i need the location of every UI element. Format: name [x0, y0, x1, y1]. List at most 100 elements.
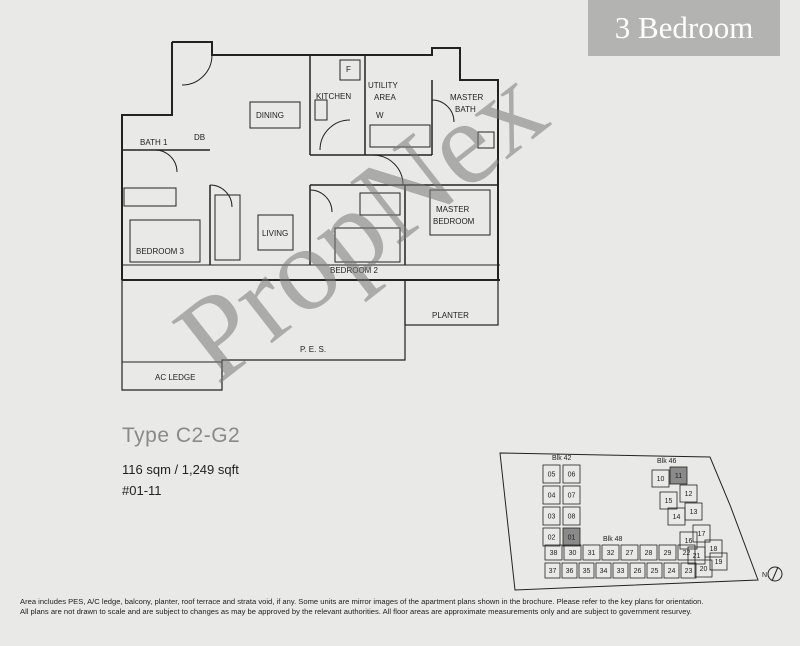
bedroom-type-title: 3 Bedroom [588, 0, 780, 56]
key-plan-unit-31 [582, 544, 601, 561]
key-plan-unit-label: 22 [683, 550, 691, 557]
room-label-pes: P. E. S. [300, 345, 326, 354]
key-plan-unit-29 [658, 544, 677, 561]
key-plan-unit-label: 23 [685, 568, 693, 575]
key-plan-unit-34 [595, 562, 612, 579]
washer-label: W [376, 111, 384, 120]
room-label-master-bedroom-2: BEDROOM [433, 217, 475, 226]
disclaimer-line-2: All plans are not drawn to scale and are… [20, 607, 692, 616]
key-plan-unit-label: 17 [698, 531, 706, 538]
key-plan-unit-35 [578, 562, 595, 579]
site-boundary [499, 452, 759, 591]
block-label-42: Blk 42 [552, 455, 572, 462]
key-plan-unit-label: 11 [675, 473, 682, 480]
key-plan-unit-label: 08 [568, 514, 576, 521]
key-plan-unit-label: 13 [690, 509, 698, 516]
north-label: N [762, 572, 767, 579]
key-plan-unit-label: 01 [568, 535, 576, 542]
key-plan-unit-04 [542, 485, 561, 505]
key-plan-unit-37 [544, 562, 561, 579]
key-plan-unit-label: 33 [617, 568, 625, 575]
room-label-db: DB [194, 133, 205, 142]
key-plan-unit-28 [639, 544, 658, 561]
key-plan-unit-label: 14 [673, 514, 681, 521]
disclaimer: Area includes PES, A/C ledge, balcony, p… [20, 597, 790, 617]
key-plan-unit-23 [680, 562, 697, 579]
key-plan-unit-label: 35 [583, 568, 591, 575]
key-plan-unit-27 [620, 544, 639, 561]
key-plan-unit-11 [669, 466, 688, 485]
room-label-living: LIVING [262, 229, 288, 238]
key-plan-unit-label: 29 [664, 550, 672, 557]
key-plan-unit-label: 05 [548, 472, 556, 479]
disclaimer-line-1: Area includes PES, A/C ledge, balcony, p… [20, 597, 704, 606]
key-plan-unit-07 [562, 485, 581, 505]
key-plan-unit-22 [677, 544, 696, 561]
key-plan-unit-06 [562, 464, 581, 484]
key-plan-unit-label: 02 [548, 535, 556, 542]
key-plan-unit-label: 36 [566, 568, 574, 575]
room-label-bath1: BATH 1 [140, 138, 168, 147]
north-arrow-icon [767, 566, 783, 582]
key-plan-unit-label: 07 [568, 493, 576, 500]
key-plan-unit-label: 24 [668, 568, 676, 575]
key-plan-unit-label: 25 [651, 568, 659, 575]
key-plan-unit-05 [542, 464, 561, 484]
outer-wall [121, 42, 173, 280]
key-plan-unit-12 [679, 484, 698, 503]
key-plan-unit-label: 32 [607, 550, 615, 557]
floor-plan-drawing: DINING KITCHEN UTILITY AREA MASTER BATH … [121, 41, 500, 391]
key-plan-unit-label: 26 [634, 568, 642, 575]
fridge-label: F [346, 65, 351, 74]
key-plan-unit-label: 27 [626, 550, 634, 557]
key-plan-unit-25 [646, 562, 663, 579]
unit-type: Type C2-G2 [122, 424, 241, 447]
room-label-master-bedroom: MASTER [436, 205, 470, 214]
key-plan-unit-32 [601, 544, 620, 561]
block-label-48: Blk 48 [603, 536, 623, 543]
room-label-master-bath: MASTER [450, 93, 484, 102]
key-plan-unit-label: 16 [685, 538, 693, 545]
key-plan-unit-33 [612, 562, 629, 579]
key-plan-unit-label: 34 [600, 568, 608, 575]
north-arrow-needle [771, 566, 779, 582]
room-label-bedroom2: BEDROOM 2 [330, 266, 379, 275]
key-plan-unit-label: 18 [710, 546, 718, 553]
key-plan-unit-21 [687, 546, 706, 565]
key-plan-unit-02 [542, 527, 561, 547]
key-plan-unit-label: 20 [700, 566, 708, 573]
key-plan-unit-label: 37 [549, 568, 557, 575]
key-plan-unit-16 [679, 531, 698, 550]
key-plan-unit-26 [629, 562, 646, 579]
room-label-ac-ledge: AC LEDGE [155, 373, 195, 382]
room-label-utility: UTILITY [368, 81, 398, 90]
key-plan-unit-24 [663, 562, 680, 579]
key-plan-unit-15 [659, 491, 678, 510]
key-plan-unit-08 [562, 506, 581, 526]
key-plan-unit-label: 10 [657, 476, 665, 483]
key-plan-unit-17 [692, 524, 711, 543]
key-plan-unit-14 [667, 507, 686, 526]
key-plan-unit-38 [544, 544, 563, 561]
key-plan-unit-03 [542, 506, 561, 526]
key-plan-unit-label: 28 [645, 550, 653, 557]
outer-wall-top [172, 41, 499, 150]
key-plan-unit-01 [562, 527, 581, 547]
room-label-planter: PLANTER [432, 311, 469, 320]
unit-area: 116 sqm / 1,249 sqft [122, 462, 239, 477]
room-label-kitchen: KITCHEN [316, 92, 351, 101]
key-plan-unit-10 [651, 469, 670, 488]
key-plan-unit-label: 12 [685, 491, 693, 498]
key-plan-unit-label: 06 [568, 472, 576, 479]
key-plan-unit-label: 21 [693, 553, 701, 560]
room-label-bedroom3: BEDROOM 3 [136, 247, 185, 256]
key-plan-unit-label: 15 [665, 498, 673, 505]
block-label-46: Blk 46 [657, 458, 677, 465]
key-plan-unit-30 [563, 544, 582, 561]
key-plan-unit-label: 03 [548, 514, 556, 521]
key-plan-unit-36 [561, 562, 578, 579]
key-plan-unit-label: 31 [588, 550, 596, 557]
key-plan-unit-label: 30 [569, 550, 577, 557]
